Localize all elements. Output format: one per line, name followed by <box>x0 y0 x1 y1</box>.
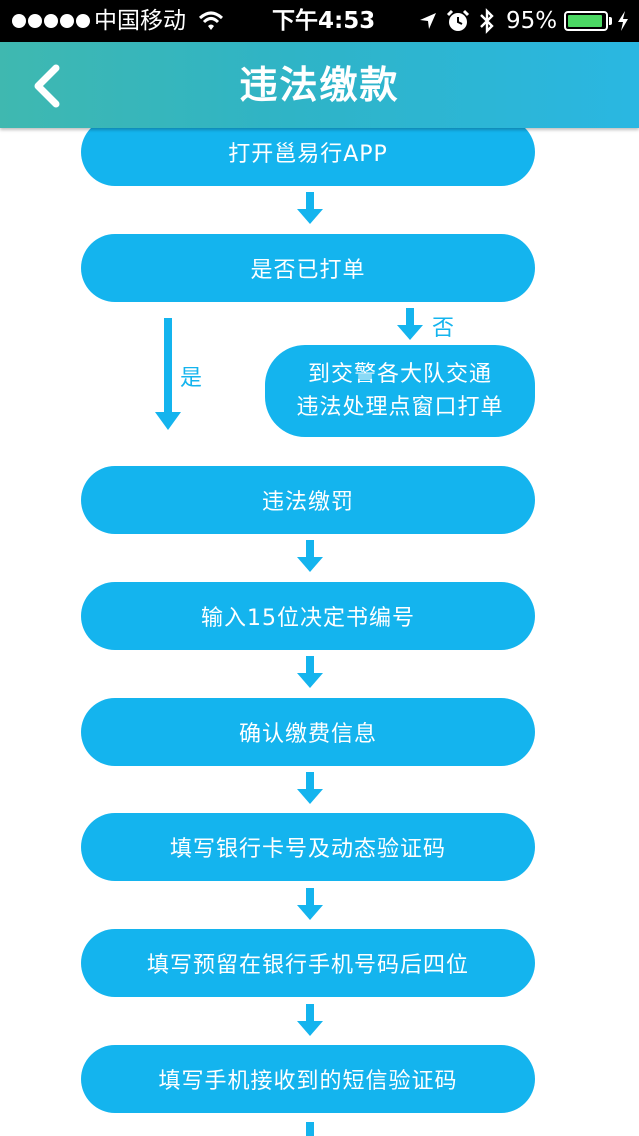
flow-step-phone-last-four: 填写预留在银行手机号码后四位 <box>81 929 535 997</box>
status-bar: 中国移动 下午4:53 95% <box>0 0 639 42</box>
wifi-icon <box>198 11 224 30</box>
down-arrow-icon <box>297 540 323 572</box>
down-arrow-icon <box>297 1004 323 1036</box>
down-arrow-icon <box>297 656 323 688</box>
status-time: 下午4:53 <box>272 8 376 34</box>
flow-step-enter-decision-number: 输入15位决定书编号 <box>81 582 535 650</box>
flow-step-sms-code: 填写手机接收到的短信验证码 <box>81 1045 535 1113</box>
chevron-left-icon <box>34 64 60 108</box>
down-arrow-no-icon <box>397 308 423 340</box>
flow-step-print-at-station-line1: 到交警各大队交通 <box>307 362 492 387</box>
back-button[interactable] <box>20 60 76 112</box>
carrier-name: 中国移动 <box>94 8 186 34</box>
page-title: 违法缴款 <box>239 63 400 107</box>
down-arrow-icon <box>297 888 323 920</box>
flow-step-confirm-payment: 确认缴费信息 <box>81 698 535 766</box>
alarm-icon <box>446 9 470 31</box>
flow-step-open-app: 打开邕易行APP <box>81 118 535 186</box>
charging-bolt-icon <box>618 11 628 31</box>
bluetooth-icon <box>480 8 494 34</box>
down-arrow-yes-icon <box>155 318 181 430</box>
branch-label-yes: 是 <box>180 366 203 391</box>
flow-step-print-at-station: 到交警各大队交通 违法处理点窗口打单 <box>265 345 535 437</box>
location-arrow-icon <box>420 13 436 29</box>
flow-step-bank-card: 填写银行卡号及动态验证码 <box>81 813 535 881</box>
down-arrow-icon <box>297 772 323 804</box>
battery-icon <box>564 11 608 31</box>
flow-step-printed-check: 是否已打单 <box>81 234 535 302</box>
branch-label-no: 否 <box>432 316 455 341</box>
battery-percent: 95% <box>506 8 558 34</box>
continuation-line <box>306 1122 314 1136</box>
flow-step-pay-fine: 违法缴罚 <box>81 466 535 534</box>
down-arrow-icon <box>297 192 323 224</box>
flow-step-print-at-station-line2: 违法处理点窗口打单 <box>296 395 504 420</box>
nav-bar: 违法缴款 <box>0 42 639 128</box>
